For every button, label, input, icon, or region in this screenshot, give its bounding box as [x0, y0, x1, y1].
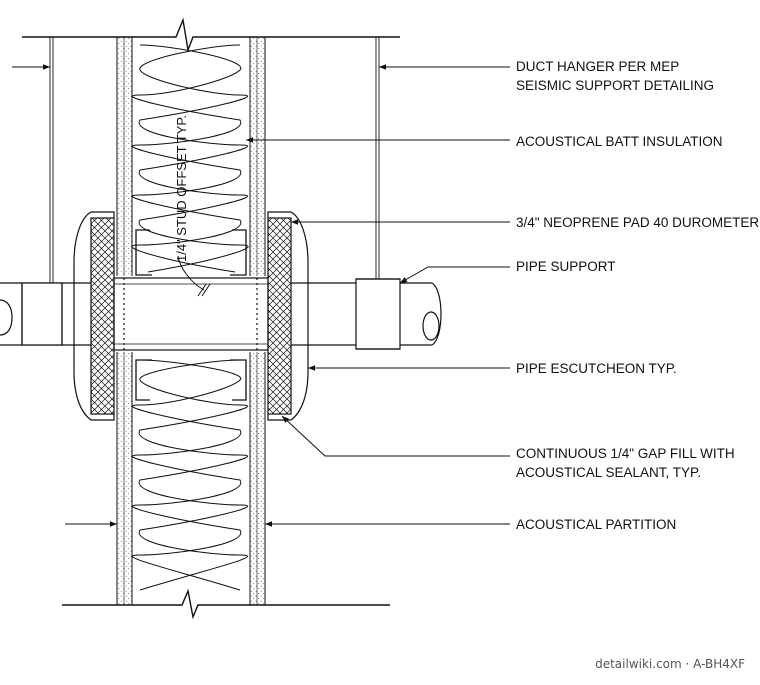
- label-duct-hanger-2: SEISMIC SUPPORT DETAILING: [516, 78, 714, 93]
- label-gap-fill-1: CONTINUOUS 1/4" GAP FILL WITH: [516, 446, 735, 461]
- label-gap-fill-2: ACOUSTICAL SEALANT, TYP.: [516, 465, 701, 480]
- stud-offset-leader: [177, 255, 211, 297]
- bottom-break-line: [62, 588, 390, 620]
- label-duct-hanger-1: DUCT HANGER PER MEP: [516, 59, 679, 74]
- leader-pipe-support: [399, 266, 510, 284]
- metal-studs: [135, 229, 247, 401]
- wall-face-arrows: [12, 64, 117, 527]
- label-batt-insulation: ACOUSTICAL BATT INSULATION: [516, 134, 723, 149]
- pipe-left: [0, 282, 91, 346]
- label-pipe-escutcheon: PIPE ESCUTCHEON TYP.: [516, 361, 677, 376]
- neoprene-pads: [90, 217, 292, 415]
- label-acoustical-partition: ACOUSTICAL PARTITION: [516, 517, 676, 532]
- batt-insulation-lower: [132, 359, 248, 591]
- pipe-sleeve: [113, 277, 269, 351]
- watermark: detailwiki.com · A-BH4XF: [595, 657, 745, 671]
- leader-gap-fill: [281, 415, 510, 457]
- stud-offset-label: 1/4" STUD OFFSET TYP.: [174, 115, 189, 262]
- top-break-line: [22, 17, 400, 53]
- label-pipe-support: PIPE SUPPORT: [516, 259, 616, 274]
- duct-hanger-rods: [49, 37, 380, 283]
- pipe-escutcheons: [73, 211, 309, 421]
- pipe-right: [291, 278, 442, 350]
- label-neoprene-pad: 3/4" NEOPRENE PAD 40 DUROMETER: [516, 215, 759, 230]
- batt-insulation-upper: [131, 44, 249, 273]
